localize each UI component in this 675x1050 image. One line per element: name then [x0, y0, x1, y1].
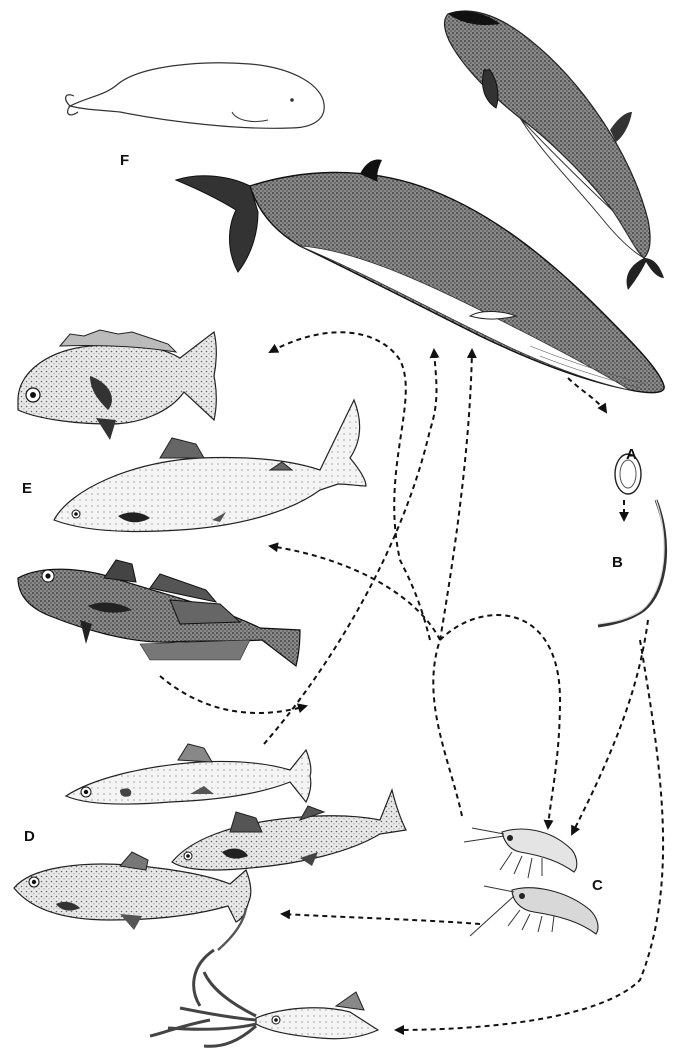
label-f: F — [120, 152, 129, 169]
arrow-hake-to-capelin — [160, 676, 306, 713]
label-a: A — [626, 446, 637, 463]
arrow-krill-to-whale — [433, 350, 472, 816]
label-c: C — [592, 877, 603, 894]
capelin — [66, 744, 311, 804]
label-b: B — [612, 554, 623, 571]
mackerel — [172, 790, 406, 870]
label-e: E — [22, 480, 32, 497]
krill-1 — [464, 828, 577, 878]
krill-2 — [470, 886, 598, 936]
arrow-krill-to-fish — [282, 914, 480, 924]
nematode-larva — [598, 500, 666, 626]
rockfish — [18, 330, 216, 440]
beluga-whale — [66, 63, 325, 128]
hake — [18, 560, 300, 666]
squid — [150, 908, 378, 1046]
arrow-larva-to-krill — [572, 620, 648, 834]
label-d: D — [24, 828, 35, 845]
